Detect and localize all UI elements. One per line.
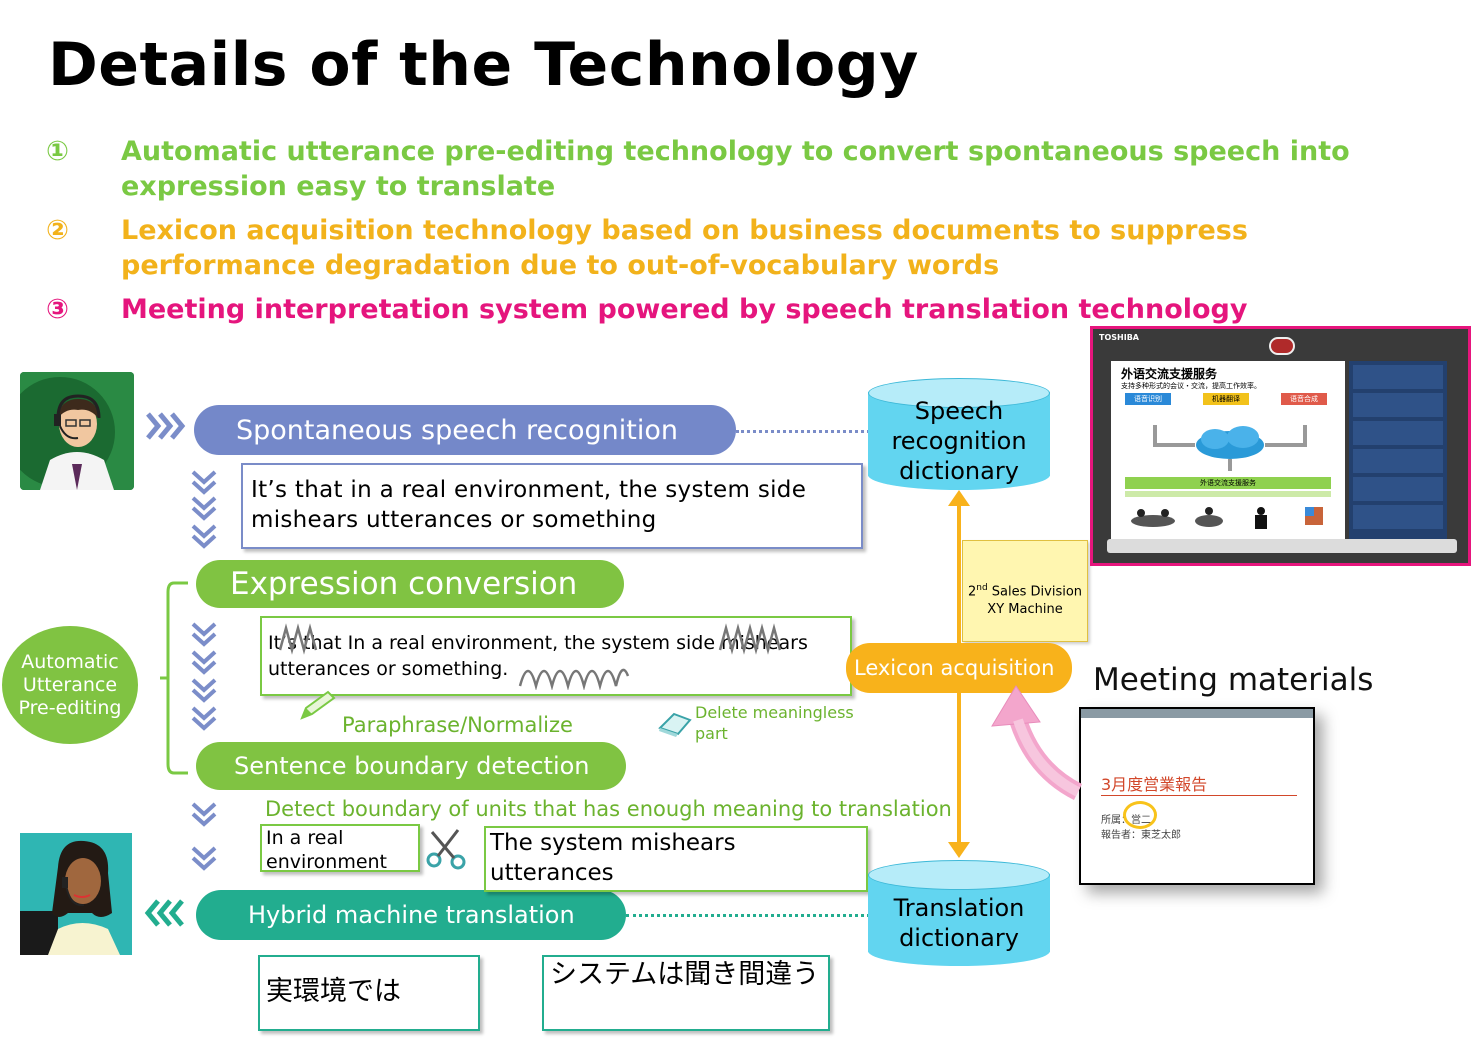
- pre-editing-label: Automatic Utterance Pre-editing: [18, 650, 122, 719]
- pink-curved-arrow: [991, 685, 1083, 800]
- power-button[interactable]: [1269, 337, 1295, 355]
- page-title: Details of the Technology: [48, 30, 919, 100]
- lexicon-acquisition-step: Lexicon acquisition: [846, 643, 1072, 693]
- scroll-line-1: 2nd Sales Division: [967, 583, 1083, 600]
- point-number: ①: [46, 136, 69, 167]
- pencil-icon: [300, 690, 336, 720]
- sentence-boundary-step: Sentence boundary detection: [196, 742, 626, 790]
- highlight-circle: [1123, 801, 1157, 829]
- step-label: Expression conversion: [230, 566, 578, 602]
- tab-speech-synthesis[interactable]: 语音合成: [1281, 393, 1327, 405]
- app-subtitle: 支持多种形式的会议・交流，提高工作效率。: [1121, 382, 1261, 390]
- female-listener-avatar: [20, 833, 132, 955]
- segment-1-box: In a real environment: [260, 824, 420, 873]
- japanese-text: 実環境では: [266, 976, 401, 1007]
- down-chevrons-1: [190, 468, 218, 552]
- male-speaker-avatar: [20, 372, 134, 490]
- app-bottom-bar: [1107, 539, 1457, 553]
- speech-recognition-step: Spontaneous speech recognition: [194, 405, 736, 455]
- document-line-2: 報告者：東芝太郎: [1101, 830, 1181, 841]
- japanese-output-1: 実環境では: [258, 955, 480, 1031]
- converted-text: It’s that In a real environment, the sys…: [268, 632, 808, 680]
- segment-2-box: The system mishears utterances: [484, 826, 868, 892]
- connector-speech-dict: [736, 430, 870, 433]
- down-chevrons-2: [190, 620, 218, 740]
- segment-text: In a real environment: [266, 827, 388, 873]
- speech-dictionary-label: Speech recognition dictionary: [891, 397, 1027, 485]
- forward-arrow-icon: [146, 408, 188, 444]
- down-chevrons-3: [190, 800, 218, 886]
- translation-dictionary-label: Translation dictionary: [893, 894, 1025, 952]
- chat-panel: [1349, 361, 1447, 545]
- pre-editing-circle: Automatic Utterance Pre-editing: [2, 626, 138, 744]
- step-label: Spontaneous speech recognition: [236, 414, 678, 446]
- step-label: Hybrid machine translation: [248, 901, 575, 929]
- step-label: Lexicon acquisition: [854, 656, 1055, 680]
- connector-translation-dict: [626, 914, 870, 917]
- point-number: ②: [46, 215, 69, 246]
- app-title: 外语交流支援服务: [1121, 367, 1218, 381]
- japanese-output-2: システムは聞き間違う: [542, 955, 830, 1031]
- point-text: Lexicon acquisition technology based on …: [121, 215, 1248, 281]
- tab-speech-recognition[interactable]: 语音识别: [1125, 393, 1171, 405]
- recognized-text-box: It’s that in a real environment, the sys…: [241, 463, 863, 549]
- service-bar: 外语交流支援服务: [1125, 477, 1331, 489]
- listener-icon: [20, 833, 132, 955]
- document-title: 3月度営業報告: [1101, 775, 1208, 794]
- hybrid-mt-step: Hybrid machine translation: [196, 890, 626, 940]
- point-number: ③: [46, 294, 69, 325]
- speaker-icon: [20, 372, 134, 490]
- paraphrase-label: Paraphrase/Normalize: [342, 713, 573, 737]
- recognized-text: It’s that in a real environment, the sys…: [251, 477, 807, 533]
- pre-editing-bracket: [160, 581, 188, 775]
- scroll-line-2: XY Machine: [987, 602, 1063, 618]
- delete-note: Delete meaningless part: [695, 703, 854, 743]
- point-text: Meeting interpretation system powered by…: [121, 294, 1248, 325]
- cloud-diagram-icon: [1153, 425, 1307, 471]
- app-brand: TOSHIBA: [1099, 333, 1139, 342]
- eraser-icon: [658, 712, 692, 737]
- step-label: Sentence boundary detection: [234, 752, 590, 780]
- tab-machine-translation[interactable]: 机器翻译: [1203, 393, 1249, 405]
- app-screenshot: TOSHIBA 外语交流支援服务 支持多种形式的会议・交流，提高工作效率。 语音…: [1090, 326, 1471, 566]
- point-text: Automatic utterance pre-editing technolo…: [121, 136, 1350, 202]
- converted-text-box: It’s that In a real environment, the sys…: [260, 616, 852, 696]
- boundary-note: Detect boundary of units that has enough…: [265, 797, 952, 821]
- lexicon-scroll-note: 2nd Sales Division XY Machine: [962, 540, 1088, 642]
- expression-conversion-step: Expression conversion: [196, 560, 624, 608]
- back-arrow-icon: [142, 895, 186, 931]
- japanese-text: システムは聞き間違う: [550, 959, 820, 990]
- meeting-materials-label: Meeting materials: [1093, 662, 1374, 698]
- scissors-icon: [426, 829, 466, 870]
- translation-dictionary-cylinder: Translation dictionary: [868, 860, 1050, 966]
- meeting-document: 3月度営業報告 所属：営二 報告者：東芝太郎: [1079, 707, 1315, 885]
- meeting-people-icons: [1131, 507, 1323, 529]
- segment-text: The system mishears utterances: [490, 830, 736, 886]
- speech-dictionary-cylinder: Speech recognition dictionary: [868, 378, 1050, 490]
- deletion-squiggle-marks: [278, 623, 782, 690]
